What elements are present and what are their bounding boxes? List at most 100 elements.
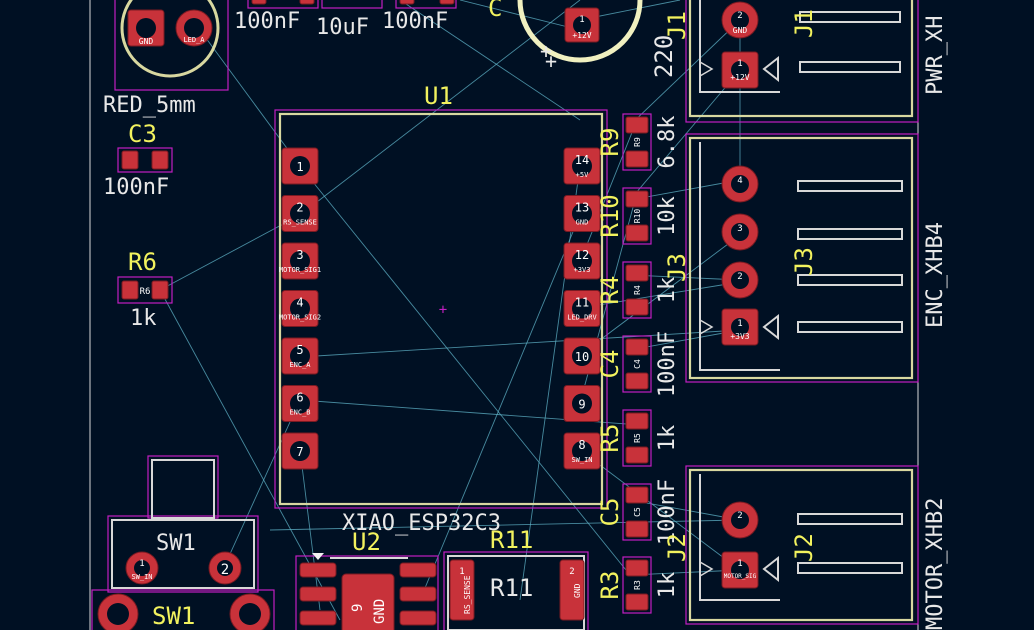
j3-pin-number: 2 bbox=[737, 272, 742, 282]
rcol-value: 1k bbox=[655, 572, 680, 599]
u1-pin-8[interactable]: 8SW_IN bbox=[563, 432, 601, 470]
j1-pin1-net: +12V bbox=[730, 73, 749, 82]
top-cap-value-3: 100nF bbox=[382, 9, 448, 34]
u1-pin-number: 13 bbox=[575, 201, 589, 215]
j1-value: PWR_XH bbox=[923, 16, 948, 95]
u1-pin-number: 3 bbox=[296, 248, 303, 262]
j1-ref: J1 bbox=[790, 9, 818, 38]
j1-pin2-net: GND bbox=[733, 26, 748, 35]
r11-pin1-num: 1 bbox=[459, 567, 464, 577]
j2-connector[interactable]: 2 1 MOTOR_SIG J2 J2 MOTOR_XHB2 bbox=[663, 465, 948, 630]
r11-pad2-net: GND bbox=[573, 583, 582, 598]
rcol-r4[interactable]: R4 R4 1k bbox=[596, 261, 680, 319]
rcol-ref: R3 bbox=[596, 571, 624, 600]
sw1-switch[interactable]: SW1 1 SW_IN 2 SW1 bbox=[91, 455, 275, 630]
rcol-value: 100nF bbox=[655, 331, 680, 397]
r11-shunt[interactable]: R11 1 RS_SENSE 2 GND R11 bbox=[443, 526, 589, 630]
u1-pin-12[interactable]: 12+3V3 bbox=[563, 242, 601, 280]
r11-pad1-net: RS_SENSE bbox=[463, 575, 472, 614]
sw1-value: SW1 bbox=[156, 531, 196, 556]
j1-connector[interactable]: 2 GND 1 +12V J1 J1 PWR_XH bbox=[663, 0, 948, 123]
j3-pin-4[interactable]: 4 bbox=[721, 165, 759, 203]
u1-xiao-esp32c3[interactable]: U1 + XIAO_ESP32C3 12RS_SENSE3MOTOR_SIG14… bbox=[274, 82, 608, 536]
j1-pin2-num: 2 bbox=[737, 11, 742, 21]
u1-pin-net: +3V3 bbox=[574, 266, 591, 274]
rcol-value: 1k bbox=[655, 277, 680, 304]
u1-pin-number: 4 bbox=[296, 296, 303, 310]
c3-value: 100nF bbox=[103, 175, 169, 200]
rcol-ref: R4 bbox=[596, 276, 624, 305]
j3-pin-2[interactable]: 2 bbox=[721, 261, 759, 299]
rcol-value: 100nF bbox=[655, 479, 680, 545]
r6-value: 1k bbox=[130, 306, 157, 331]
u1-pin-2[interactable]: 2RS_SENSE bbox=[281, 195, 319, 232]
led-red-5mm[interactable]: GND LED_A RED_5mm bbox=[103, 0, 229, 118]
j2-value: MOTOR_XHB2 bbox=[923, 498, 948, 630]
rcol-pad-label: R5 bbox=[633, 433, 642, 443]
r11-value: R11 bbox=[490, 574, 533, 602]
u1-pin-number: 5 bbox=[296, 343, 303, 357]
j3-pin-3[interactable]: 3 bbox=[721, 213, 759, 251]
r6-ref: R6 bbox=[128, 248, 157, 276]
u1-pin-net: SW_IN bbox=[571, 456, 592, 464]
u1-pin-10[interactable]: 10 bbox=[563, 337, 601, 375]
u2-pin9-num: 9 bbox=[350, 604, 366, 612]
j2-pin2-num: 2 bbox=[737, 511, 742, 521]
j2-ref-outer: J2 bbox=[663, 533, 691, 562]
j2-pin1-num: 1 bbox=[737, 559, 742, 569]
c3-component[interactable]: C3 100nF bbox=[103, 120, 173, 200]
rcol-ref: R9 bbox=[596, 128, 624, 157]
sw1-pin1-net: SW_IN bbox=[131, 573, 152, 581]
svg-text:+: + bbox=[540, 39, 552, 63]
u1-pin-net: LED_DRV bbox=[567, 314, 597, 322]
u1-pin-number: 10 bbox=[575, 350, 589, 364]
u1-pin-net: MOTOR_SIG2 bbox=[279, 314, 321, 322]
u1-pin-9[interactable]: 9 bbox=[563, 385, 601, 422]
j2-pin1-net: MOTOR_SIG bbox=[724, 573, 757, 580]
u2-ic[interactable]: U2 9 GND bbox=[295, 528, 439, 630]
u1-pin-1[interactable]: 1 bbox=[281, 147, 319, 185]
rcol-pad-label: R4 bbox=[633, 285, 642, 295]
cap-pad-num: 1 bbox=[579, 15, 584, 25]
top-cap-ref-partial: C bbox=[488, 0, 502, 22]
rcol-value: 6.8k bbox=[655, 116, 680, 169]
j3-pin-1[interactable]: 1+3V3 bbox=[721, 308, 759, 346]
u1-pin-number: 9 bbox=[578, 398, 585, 412]
u1-value: XIAO_ESP32C3 bbox=[342, 511, 501, 536]
rcol-pad-label: R9 bbox=[633, 137, 642, 147]
u1-pin-number: 7 bbox=[296, 445, 303, 459]
u1-pin-number: 8 bbox=[578, 438, 585, 452]
rcol-r9[interactable]: R9 R9 6.8k bbox=[596, 113, 680, 171]
sw1-pin2-num: 2 bbox=[221, 562, 229, 578]
sw1-pin1-num: 1 bbox=[139, 559, 144, 569]
j3-ref: J3 bbox=[790, 247, 818, 276]
rcol-ref: C4 bbox=[596, 350, 624, 379]
j1-pin1-num: 1 bbox=[737, 59, 742, 69]
u1-pin-7[interactable]: 7 bbox=[281, 432, 319, 470]
top-capacitors: 100nF 10uF 100nF C bbox=[234, 0, 502, 40]
r11-pin2-num: 2 bbox=[569, 567, 574, 577]
j3-pin-number: 1 bbox=[737, 319, 742, 329]
r6-component[interactable]: R6 R6 1k bbox=[117, 248, 173, 331]
sw1-ref: SW1 bbox=[152, 602, 195, 630]
u1-ref: U1 bbox=[424, 82, 453, 110]
r11-ref: R11 bbox=[490, 526, 533, 554]
electrolytic-cap[interactable]: + + 1 +12V 220 bbox=[517, 0, 678, 78]
u1-pin-14[interactable]: 14+5V bbox=[563, 147, 601, 185]
